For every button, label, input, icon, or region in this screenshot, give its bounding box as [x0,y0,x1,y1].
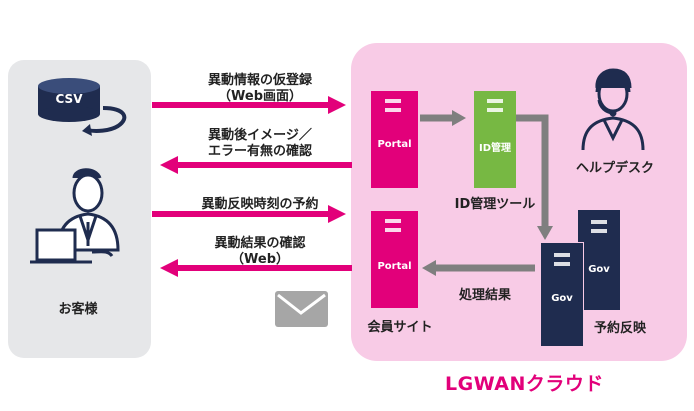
arrow2-label-line2: エラー有無の確認 [207,144,312,159]
id-management-server: ID管理 [474,91,516,188]
csv-label: CSV [55,92,83,106]
portal-server-top-label: Portal [377,139,412,150]
arrow-idmgmt-to-gov [516,114,553,240]
arrow1-label-line1: 異動情報の仮登録 [207,73,312,88]
arrow-gov-to-portal [422,260,535,276]
arrow2-label-line1: 異動後イメージ／ [208,128,312,143]
id-management-server-label: ID管理 [478,143,512,154]
gov-server-front-label: Gov [551,293,573,304]
arrow4-label-line2: （Web） [231,252,289,267]
customer-laptop-icon [30,168,120,264]
helpdesk-person-icon [581,68,645,151]
helpdesk-caption: ヘルプデスク [575,161,654,176]
arrow1-label-line2: （Web画面） [218,89,302,104]
csv-database-icon [38,78,127,136]
arrow-result-check [160,259,352,277]
portal-server-bottom: Portal [371,211,418,308]
id-management-tool-caption: ID管理ツール [454,197,536,212]
processing-result-label: 処理結果 [458,288,511,303]
reservation-caption: 予約反映 [593,321,646,336]
customer-label: お客様 [58,302,98,317]
arrow4-label-line1: 異動結果の確認 [214,236,306,251]
mail-icon [275,291,328,327]
arrow-provisional-registration [152,96,346,114]
gov-server-back-label: Gov [588,264,610,275]
arrow-image-check [160,156,352,174]
lgwan-cloud-title: LGWANクラウド [445,373,604,395]
arrow-portal-to-idmgmt [420,110,466,126]
arrow3-label: 異動反映時刻の予約 [201,197,319,212]
member-site-caption: 会員サイト [367,320,433,335]
portal-server-bottom-label: Portal [377,261,412,272]
portal-server-top: Portal [371,91,418,188]
gov-server-front: Gov [540,242,584,347]
arrow-time-reservation [152,205,346,223]
